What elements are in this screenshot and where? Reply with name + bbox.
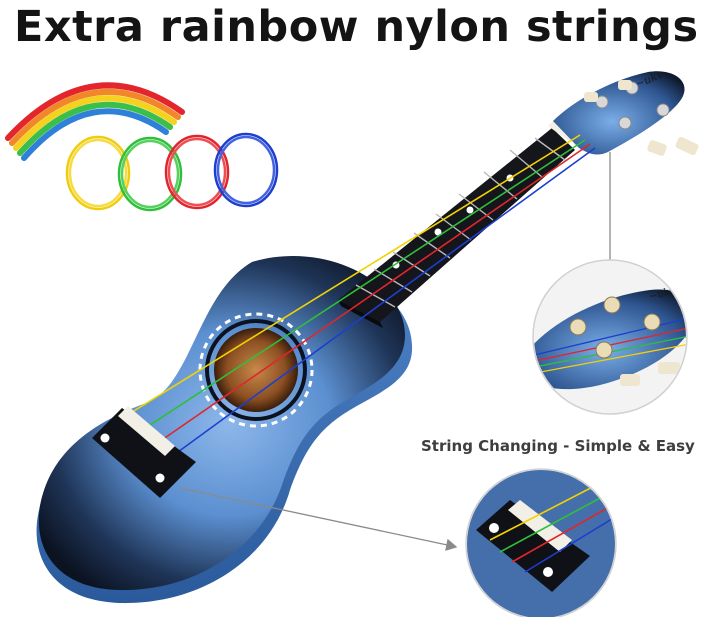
strings [102,134,596,477]
headstock-detail: ~ukv [532,259,688,415]
tuning-pegs [584,80,699,156]
rainbow-icon [5,82,185,161]
bridge [92,406,196,498]
headline: Extra rainbow nylon strings [14,2,699,52]
ukulele: ~ukv [36,68,699,604]
bridge-detail [465,468,617,617]
string-coil-icon [65,132,279,212]
caption: String Changing - Simple & Easy [421,437,695,455]
